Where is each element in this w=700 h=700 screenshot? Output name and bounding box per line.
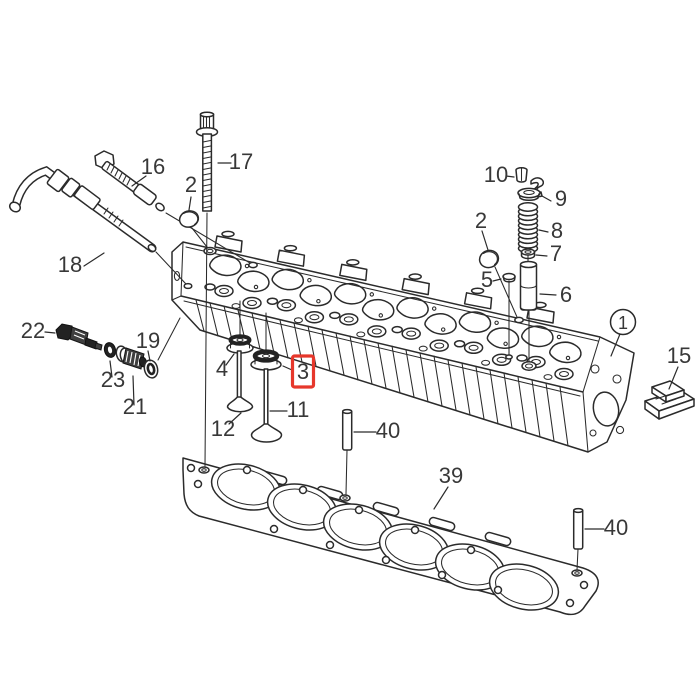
head-ribs <box>195 299 569 447</box>
callout-8[interactable]: 8 <box>538 218 563 243</box>
gasket-dowel-hole <box>339 494 351 502</box>
svg-text:2: 2 <box>475 208 487 233</box>
gasket-dowel-hole <box>198 466 210 474</box>
callout-9[interactable]: 9 <box>541 186 567 211</box>
cup-plug-2-left <box>178 210 200 228</box>
callout-17[interactable]: 17 <box>217 149 253 174</box>
svg-text:12: 12 <box>211 416 235 441</box>
washer-23 <box>103 342 117 358</box>
plug-bore <box>514 316 524 324</box>
head-bolt-17 <box>195 111 219 212</box>
svg-text:40: 40 <box>604 515 628 540</box>
pipe-18 <box>8 166 157 253</box>
svg-text:3: 3 <box>297 359 309 384</box>
valve-spring-8 <box>517 202 539 254</box>
washer-19 <box>143 359 159 379</box>
svg-text:16: 16 <box>141 154 165 179</box>
valve-stem-seal-4 <box>226 334 254 354</box>
callout-3-highlighted[interactable]: 3 <box>282 354 316 389</box>
callout-39[interactable]: 39 <box>433 463 463 510</box>
svg-text:10: 10 <box>484 162 508 187</box>
svg-text:6: 6 <box>560 282 572 307</box>
callout-7[interactable]: 7 <box>535 241 562 266</box>
svg-text:5: 5 <box>481 267 493 292</box>
svg-text:1: 1 <box>618 313 628 333</box>
cap-5 <box>502 272 516 283</box>
plug-21 <box>115 345 148 370</box>
stud-16 <box>94 150 165 212</box>
callout-40-lower[interactable]: 40 <box>584 515 628 540</box>
svg-text:2: 2 <box>185 172 197 197</box>
callout-10[interactable]: 10 <box>484 162 515 187</box>
svg-text:19: 19 <box>136 328 160 353</box>
valve-guide-seat <box>521 361 537 371</box>
gasket-bolt-holes <box>186 463 589 608</box>
svg-text:15: 15 <box>667 343 691 368</box>
valve-12 <box>226 350 254 413</box>
callout-21[interactable]: 21 <box>123 375 147 419</box>
dowel-pin-40-upper <box>341 408 353 451</box>
cylinder-head-drawing <box>171 230 635 453</box>
head-top-face-motif <box>204 230 270 310</box>
gasket-dowel-hole <box>571 569 583 577</box>
callout-15[interactable]: 15 <box>667 343 691 390</box>
svg-text:17: 17 <box>229 149 253 174</box>
svg-text:39: 39 <box>439 463 463 488</box>
callout-16[interactable]: 16 <box>131 154 165 187</box>
head-bolt-bore <box>203 246 217 256</box>
head-gasket-drawing <box>182 457 599 616</box>
small-bore <box>505 354 513 360</box>
svg-text:7: 7 <box>550 241 562 266</box>
svg-text:18: 18 <box>58 252 82 277</box>
callout-23[interactable]: 23 <box>101 360 125 392</box>
callout-19[interactable]: 19 <box>136 328 160 362</box>
spring-washer-7 <box>520 248 536 260</box>
valve-stem-seal-3 <box>250 349 282 371</box>
callout-1-circle <box>609 308 637 336</box>
svg-text:4: 4 <box>216 356 228 381</box>
callout-11[interactable]: 11 <box>269 397 310 422</box>
callout-12[interactable]: 12 <box>211 412 242 441</box>
callout-18[interactable]: 18 <box>58 252 105 277</box>
valve-guide-6 <box>519 260 538 311</box>
svg-text:23: 23 <box>101 367 125 392</box>
bracket-15 <box>644 380 695 420</box>
callout-1[interactable]: 1 <box>609 308 637 357</box>
dowel-pin-40-lower <box>572 507 584 550</box>
callout-6[interactable]: 6 <box>539 282 572 307</box>
svg-text:9: 9 <box>555 186 567 211</box>
valve-11 <box>250 368 283 443</box>
sensor-22 <box>55 323 103 351</box>
svg-text:21: 21 <box>123 394 147 419</box>
svg-text:40: 40 <box>376 418 400 443</box>
callout-22[interactable]: 22 <box>21 318 56 343</box>
spring-retainer-9 <box>517 187 541 201</box>
svg-text:8: 8 <box>551 218 563 243</box>
callout-40-upper[interactable]: 40 <box>353 418 400 443</box>
callouts: 1 2 2 3 4 5 6 7 <box>21 149 691 540</box>
callout-5[interactable]: 5 <box>481 267 502 292</box>
callout-2-left[interactable]: 2 <box>185 172 197 211</box>
svg-text:22: 22 <box>21 318 45 343</box>
gasket-cylinder-bores <box>210 463 560 611</box>
callout-4[interactable]: 4 <box>216 353 235 381</box>
svg-text:11: 11 <box>287 397 310 422</box>
stud-bore <box>248 261 258 269</box>
callout-2-right[interactable]: 2 <box>475 208 489 251</box>
pipe-port <box>183 282 193 290</box>
cup-plug-2-right <box>478 249 500 269</box>
highlight-box <box>290 354 316 389</box>
